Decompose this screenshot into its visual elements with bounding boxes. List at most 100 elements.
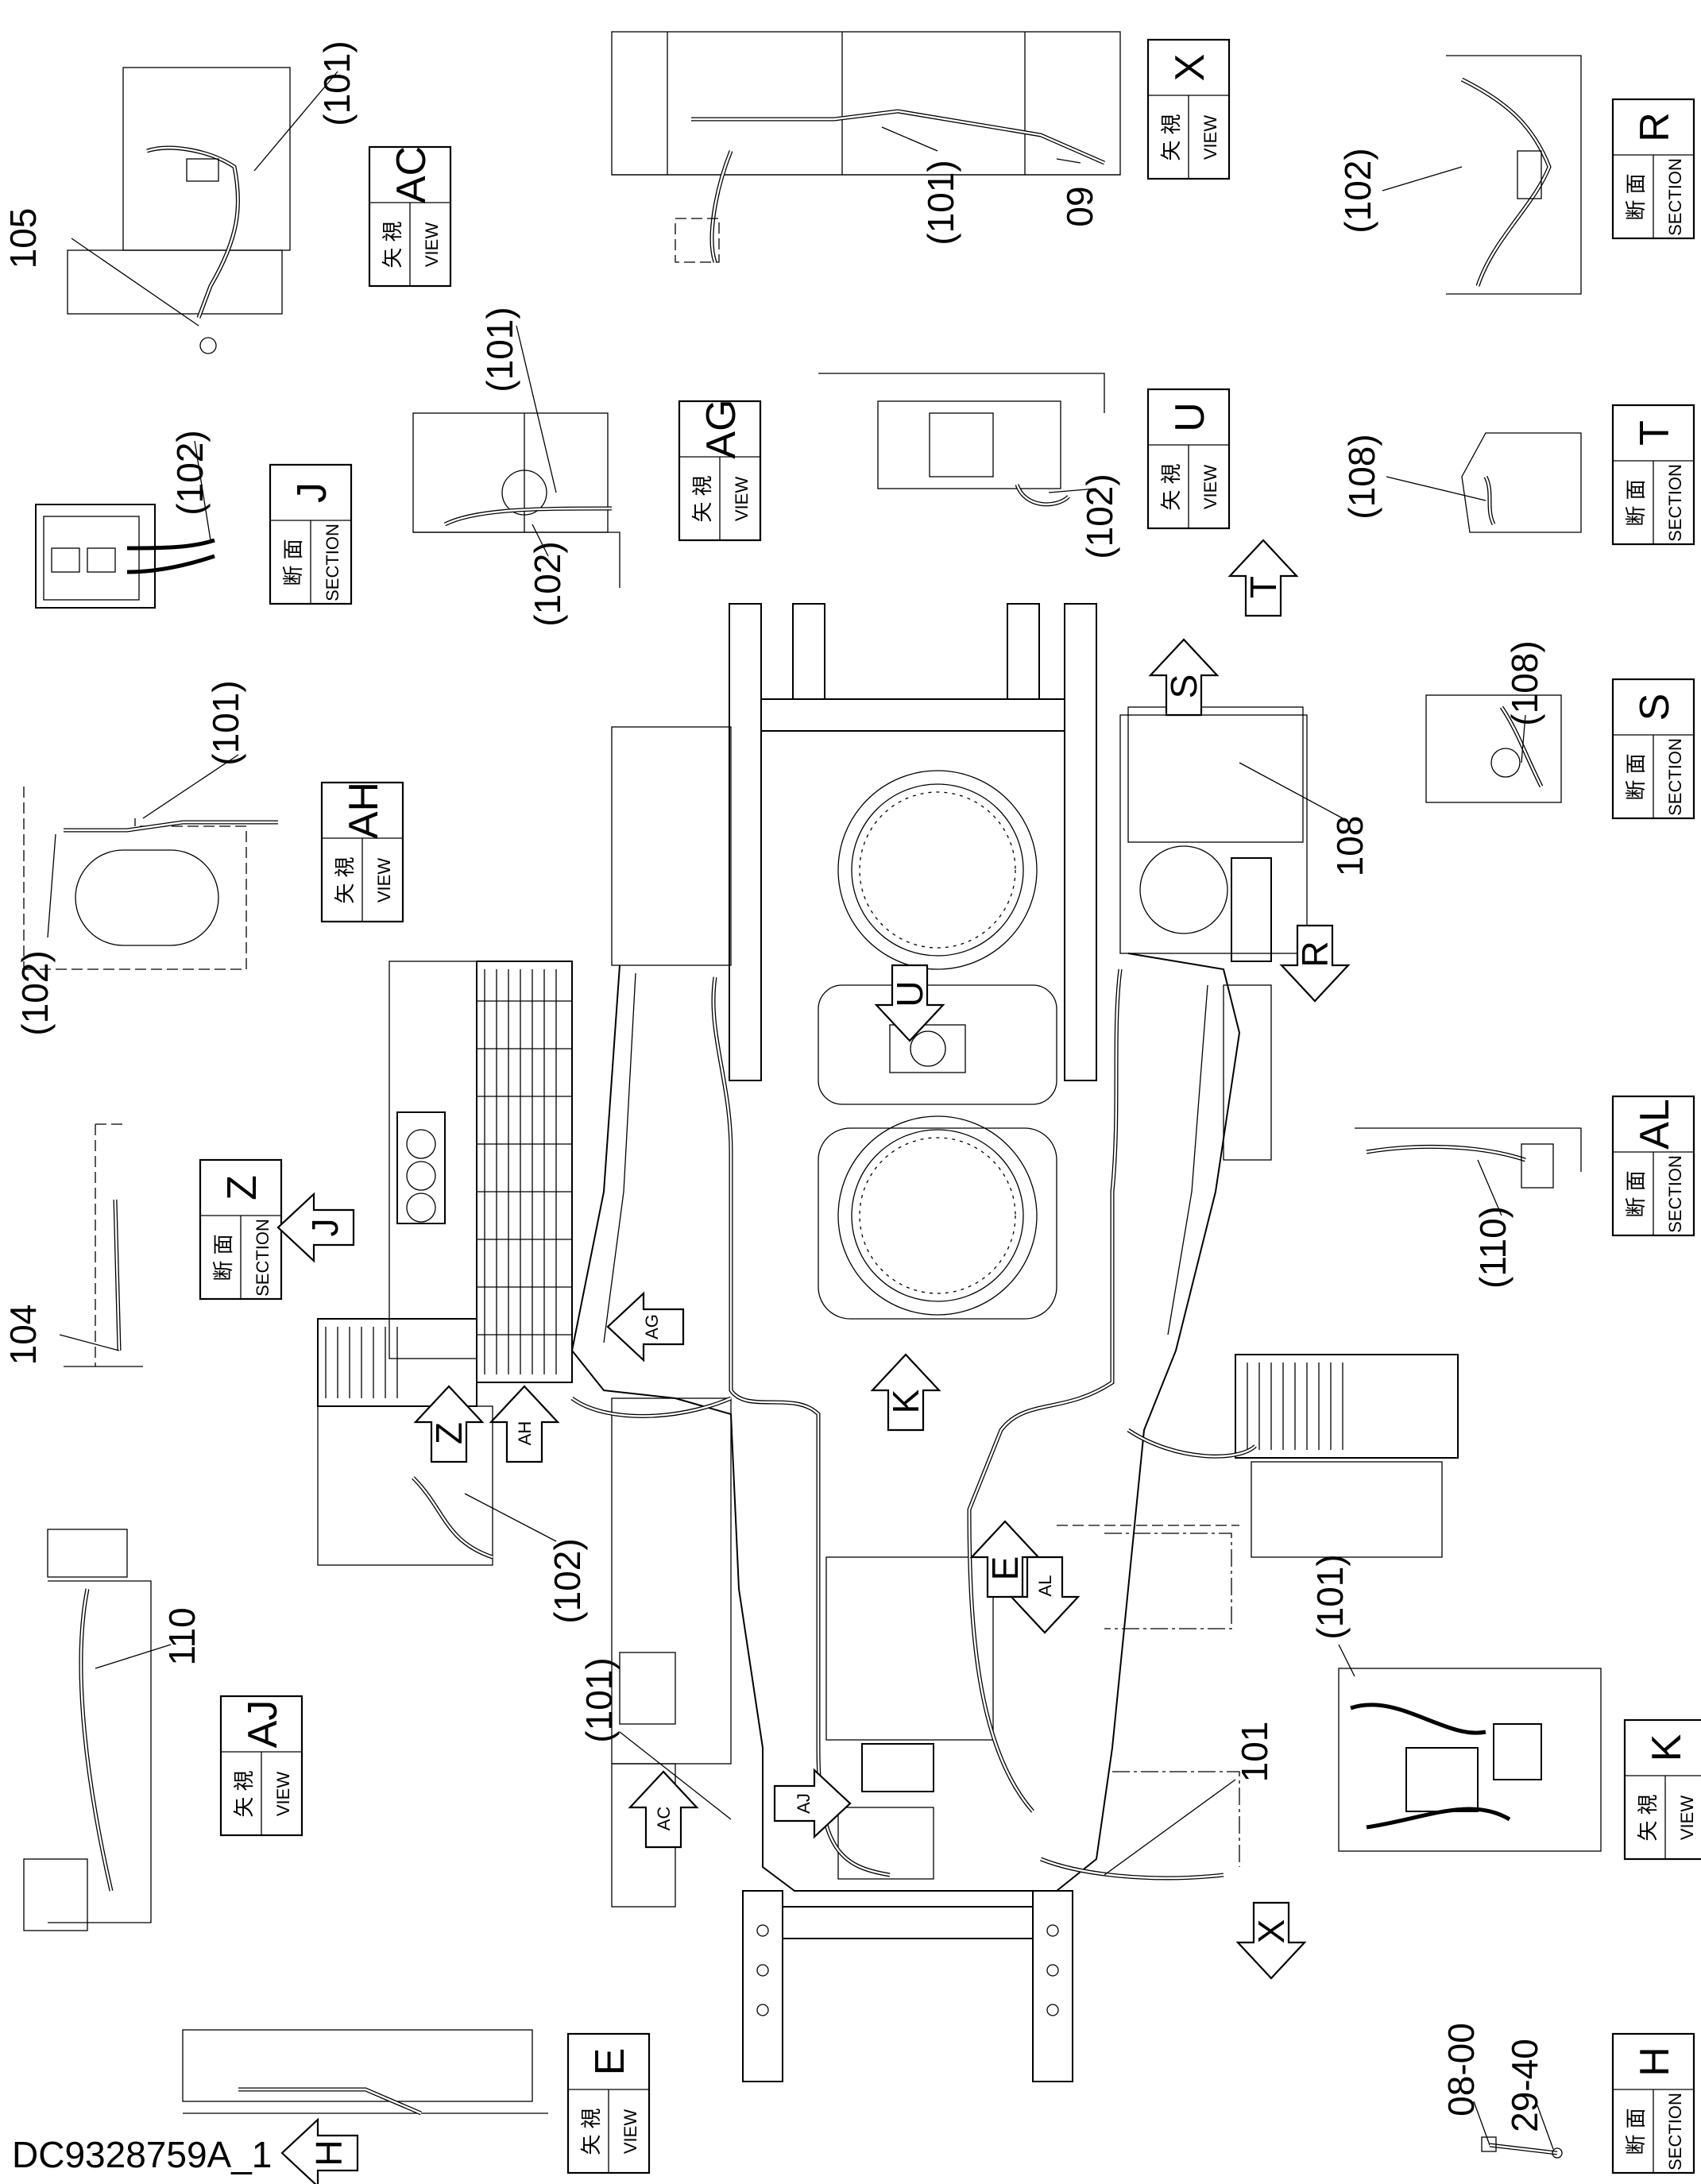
svg-text:AH: AH bbox=[515, 1421, 535, 1446]
section-en-label: SECTION bbox=[1665, 464, 1685, 542]
view-block-ah: 矢 視 VIEW AH bbox=[320, 782, 404, 923]
detail-view-ah bbox=[23, 787, 278, 970]
callout-104: 104 bbox=[2, 1305, 44, 1366]
section-block-al: 断 面 SECTION AL bbox=[1611, 1095, 1695, 1237]
callout-08-00: 08-00 bbox=[1440, 2023, 1482, 2116]
main-hose-routing bbox=[412, 968, 1257, 1881]
callout-101-view-ac: (101) bbox=[316, 41, 358, 126]
section-block-t: 断 面 SECTION T bbox=[1611, 404, 1695, 546]
view-block-e: 矢 視 VIEW E bbox=[566, 2032, 651, 2174]
callout-102-section-r: (102) bbox=[1337, 148, 1378, 233]
view-letter: E bbox=[587, 2048, 633, 2076]
callout-101-view-ah: (101) bbox=[205, 680, 246, 765]
section-jp-label: 断 面 bbox=[1624, 479, 1648, 526]
view-jp-label: 矢 視 bbox=[333, 856, 357, 903]
view-letter: K bbox=[1644, 1734, 1690, 1761]
svg-text:J: J bbox=[304, 1219, 346, 1237]
arrow-z: Z bbox=[413, 1385, 485, 1463]
detail-section-t bbox=[1461, 432, 1582, 533]
callout-108-section-s: (108) bbox=[1504, 640, 1545, 725]
arrow-r: R bbox=[1279, 924, 1351, 1003]
section-jp-label: 断 面 bbox=[211, 1234, 235, 1281]
callout-110-section-al: (110) bbox=[1472, 1206, 1514, 1289]
view-en-label: VIEW bbox=[620, 2109, 640, 2154]
section-block-s: 断 面 SECTION S bbox=[1611, 678, 1695, 820]
view-en-label: VIEW bbox=[1677, 1796, 1697, 1840]
view-letter: AJ bbox=[240, 1700, 286, 1749]
view-jp-label: 矢 視 bbox=[579, 2108, 603, 2155]
arrow-ac: AC bbox=[628, 1770, 699, 1849]
view-letter: U bbox=[1167, 402, 1213, 432]
svg-text:AL: AL bbox=[1035, 1575, 1055, 1597]
svg-text:X: X bbox=[1251, 1919, 1292, 1944]
detail-view-e bbox=[182, 2029, 548, 2116]
arrow-k: K bbox=[870, 1353, 941, 1432]
svg-text:Z: Z bbox=[428, 1422, 470, 1444]
view-letter: AC bbox=[389, 146, 435, 203]
view-en-label: VIEW bbox=[374, 858, 394, 903]
callout-110-view-aj: 110 bbox=[161, 1607, 203, 1665]
section-en-label: SECTION bbox=[253, 1219, 273, 1297]
callout-102-main: (102) bbox=[547, 1538, 588, 1623]
detail-view-ac bbox=[67, 67, 291, 354]
view-en-label: VIEW bbox=[422, 222, 442, 267]
arrow-x: X bbox=[1235, 1901, 1307, 1980]
callout-102-view-u: (102) bbox=[1079, 474, 1120, 559]
svg-text:S: S bbox=[1163, 675, 1204, 699]
arrow-h: H bbox=[280, 2117, 359, 2184]
callout-101-view-x: (101) bbox=[920, 160, 961, 245]
detail-section-h bbox=[1481, 2136, 1563, 2159]
section-jp-label: 断 面 bbox=[281, 539, 305, 586]
view-jp-label: 矢 視 bbox=[1636, 1794, 1660, 1841]
section-en-label: SECTION bbox=[1665, 2093, 1685, 2170]
view-block-ac: 矢 視 VIEW AC bbox=[368, 146, 452, 288]
callout-108-section-t: (108) bbox=[1341, 434, 1382, 519]
section-letter: J bbox=[289, 482, 335, 503]
section-letter: R bbox=[1632, 112, 1678, 142]
section-en-label: SECTION bbox=[1665, 1155, 1685, 1233]
callout-09-view-x: 09 bbox=[1059, 186, 1100, 226]
detail-view-u bbox=[818, 373, 1105, 507]
section-jp-label: 断 面 bbox=[1624, 753, 1648, 800]
section-jp-label: 断 面 bbox=[1624, 1170, 1648, 1217]
detail-view-x bbox=[611, 31, 1121, 263]
view-block-x: 矢 視 VIEW X bbox=[1146, 38, 1231, 180]
view-en-label: VIEW bbox=[1200, 465, 1220, 509]
arrow-al: AL bbox=[1009, 1556, 1081, 1634]
callout-102-view-ag: (102) bbox=[527, 541, 568, 626]
detail-section-r bbox=[1446, 55, 1582, 295]
section-block-z: 断 面 SECTION Z bbox=[199, 1158, 283, 1301]
view-jp-label: 矢 視 bbox=[381, 221, 404, 268]
view-jp-label: 矢 視 bbox=[1159, 114, 1183, 160]
section-en-label: SECTION bbox=[1665, 158, 1685, 236]
callout-29-40: 29-40 bbox=[1504, 2039, 1545, 2132]
detail-view-k bbox=[1338, 1668, 1602, 1852]
section-letter: T bbox=[1632, 420, 1678, 446]
drawing-number: DC9328759A_1 bbox=[12, 2134, 272, 2175]
svg-text:AG: AG bbox=[642, 1314, 662, 1339]
section-en-label: SECTION bbox=[1665, 738, 1685, 816]
view-en-label: VIEW bbox=[732, 477, 752, 521]
callout-101-view-ag: (101) bbox=[479, 307, 520, 392]
detail-section-j bbox=[35, 504, 215, 609]
arrow-t: T bbox=[1227, 539, 1299, 617]
view-jp-label: 矢 視 bbox=[690, 475, 714, 522]
detail-section-al bbox=[1355, 1127, 1582, 1189]
arrow-u: U bbox=[874, 964, 945, 1042]
section-jp-label: 断 面 bbox=[1624, 173, 1648, 220]
section-en-label: SECTION bbox=[323, 524, 342, 601]
view-letter: X bbox=[1167, 54, 1213, 82]
section-letter: Z bbox=[219, 1175, 265, 1200]
leader-lines bbox=[47, 71, 1554, 2150]
svg-text:H: H bbox=[308, 2140, 350, 2166]
section-block-j: 断 面 SECTION J bbox=[269, 463, 353, 605]
callout-101-view-k: (101) bbox=[1309, 1554, 1351, 1639]
callout-108-main: 108 bbox=[1329, 816, 1370, 877]
detail-view-ag bbox=[412, 412, 620, 588]
section-block-r: 断 面 SECTION R bbox=[1611, 98, 1695, 240]
detail-section-s bbox=[1425, 694, 1562, 803]
view-jp-label: 矢 視 bbox=[232, 1770, 256, 1817]
svg-text:R: R bbox=[1294, 941, 1336, 967]
svg-text:E: E bbox=[984, 1556, 1026, 1581]
